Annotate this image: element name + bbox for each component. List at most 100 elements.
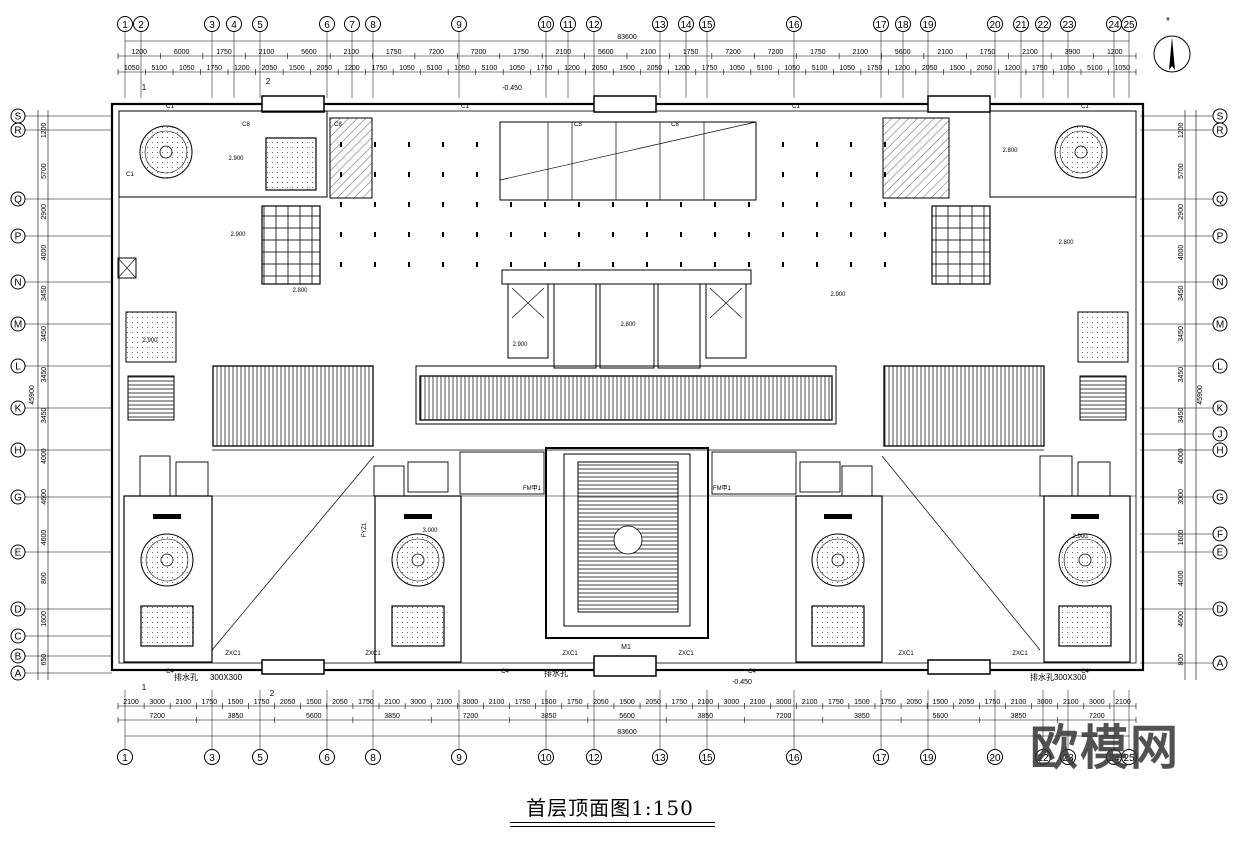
hall-s2-vent	[404, 514, 432, 519]
axis-label-right-R: R	[1216, 126, 1223, 137]
beam-tag: C1	[126, 172, 134, 178]
central-skylight-frame	[499, 121, 757, 201]
right-dim-col-value: 4600	[1178, 570, 1185, 586]
bottom-dim-row1-value: 1750	[202, 699, 218, 706]
top-dim-row2-value: 1500	[289, 65, 305, 72]
top-dim-row2-value: 1050	[509, 65, 525, 72]
ceiling-light-dot	[578, 202, 580, 207]
axis-bubble-bottom-6	[319, 749, 335, 765]
shaft-hatched-right	[882, 117, 950, 199]
ceiling-light-dot	[442, 202, 444, 207]
top-dim-row1-value: 5600	[301, 49, 317, 56]
axis-bubble-bottom-5	[252, 749, 268, 765]
axis-bubble-bottom-8	[365, 749, 381, 765]
top-dim-row1-value: 7200	[768, 49, 784, 56]
hall-sw-round-ceiling-inner	[145, 538, 189, 582]
top-dim-row1-value: 5600	[895, 49, 911, 56]
ceiling-light-dot	[408, 172, 410, 177]
ceiling-light-dot	[680, 202, 682, 207]
atrium-inner	[563, 453, 691, 627]
drain-size-right: 300X300	[1054, 673, 1087, 682]
bottom-dim-row1-value: 3000	[410, 699, 426, 706]
axis-label-bottom-6: 6	[324, 753, 330, 764]
bottom-dim-row1-value: 2100	[750, 699, 766, 706]
bottom-dim-row1-value: 2100	[802, 699, 818, 706]
ceiling-light-dot	[816, 262, 818, 267]
top-dim-row1-value: 1200	[1107, 49, 1123, 56]
ceiling-height-label: 3.000	[422, 528, 438, 534]
ceiling-height-label: 2.800	[620, 322, 636, 328]
ceiling-light-dot	[544, 262, 546, 267]
ceiling-light-dot	[340, 202, 342, 207]
left-dim-col-value: 650	[41, 654, 48, 666]
ceiling-light-dot	[782, 262, 784, 267]
bottom-dim-row1-value: 3000	[149, 699, 165, 706]
right-dim-col-value: 4000	[1178, 245, 1185, 261]
nw-round-ceiling	[139, 125, 193, 179]
axis-bubble-bottom-3	[204, 749, 220, 765]
ceiling-light-dot	[850, 262, 852, 267]
drain-label-left: 排水孔	[174, 672, 198, 682]
atrium-rosette	[613, 525, 643, 555]
door-tag-left: FM甲1	[523, 485, 542, 492]
ceiling-light-dot	[510, 232, 512, 237]
beam-tag: C4	[1081, 669, 1089, 675]
top-dim-row2-value: 5100	[812, 65, 828, 72]
ceiling-light-dot	[816, 232, 818, 237]
striped-ceiling-left	[212, 365, 374, 447]
ceiling-light-dot	[646, 232, 648, 237]
left-dim-col-value: 3450	[41, 285, 48, 301]
right-dim-col-value: 800	[1178, 654, 1185, 666]
bottom-dim-row1-value: 2050	[645, 699, 661, 706]
axis-label-left-Q: Q	[14, 195, 22, 206]
left-dim-col-value: 3450	[41, 367, 48, 383]
ceiling-height-label: 2.900	[228, 156, 244, 162]
hall-se-round-ceiling-center	[1078, 553, 1092, 567]
ceiling-light-dot	[340, 262, 342, 267]
elevator-left	[507, 283, 549, 359]
ceiling-light-dot	[748, 232, 750, 237]
top-dim-row2-value: 1750	[1032, 65, 1048, 72]
ceiling-light-dot	[340, 142, 342, 147]
bottom-dim-row1-value: 2100	[489, 699, 505, 706]
axis-label-bottom-25: 25	[1123, 753, 1135, 764]
ceiling-light-dot	[782, 172, 784, 177]
drain-label-center: 排水孔	[544, 668, 568, 678]
ceiling-light-dot	[374, 142, 376, 147]
axis-label-bottom-9: 9	[456, 753, 462, 764]
ceiling-light-dot	[850, 202, 852, 207]
top-dim-row1-value: 7200	[471, 49, 487, 56]
bottom-dim-row2-value: 3850	[541, 713, 557, 720]
bottom-entrance-canopy	[261, 659, 325, 675]
hall-s3-square-ceiling	[811, 605, 865, 647]
axis-bubble-top-20	[987, 16, 1003, 32]
right-dim-col-value: 3000	[1178, 489, 1185, 505]
axis-label-top-5: 5	[257, 20, 263, 31]
ceiling-light-dot	[476, 232, 478, 237]
nw-room	[118, 110, 328, 198]
axis-label-top-7: 7	[349, 20, 355, 31]
axis-label-bottom-22: 22	[1037, 753, 1049, 764]
beam-tag: C8	[671, 122, 679, 128]
ceiling-light-dot	[442, 232, 444, 237]
ceiling-height-label: 2.800	[1002, 148, 1018, 154]
axis-label-right-J: J	[1218, 430, 1223, 441]
top-dim-row2-value: 5100	[151, 65, 167, 72]
hall-s2-round-ceiling	[391, 533, 445, 587]
axis-label-left-G: G	[14, 493, 22, 504]
top-entrance-canopy	[261, 95, 325, 113]
side-room-right	[1077, 311, 1129, 363]
axis-label-top-4: 4	[231, 20, 237, 31]
hall-s2-round-ceiling-center	[411, 553, 425, 567]
stair-left	[127, 375, 175, 421]
axis-bubble-top-3	[204, 16, 220, 32]
ceiling-light-dot	[884, 172, 886, 177]
bottom-dim-row1-value: 1750	[985, 699, 1001, 706]
elevator-x	[511, 287, 545, 319]
beam-tag: C4	[748, 669, 756, 675]
axis-label-top-12: 12	[588, 20, 600, 31]
ceiling-light-dot	[782, 232, 784, 237]
axis-bubble-top-10	[538, 16, 554, 32]
top-dim-row2-value: 1200	[894, 65, 910, 72]
beam-tag: ZXC1	[225, 651, 241, 657]
